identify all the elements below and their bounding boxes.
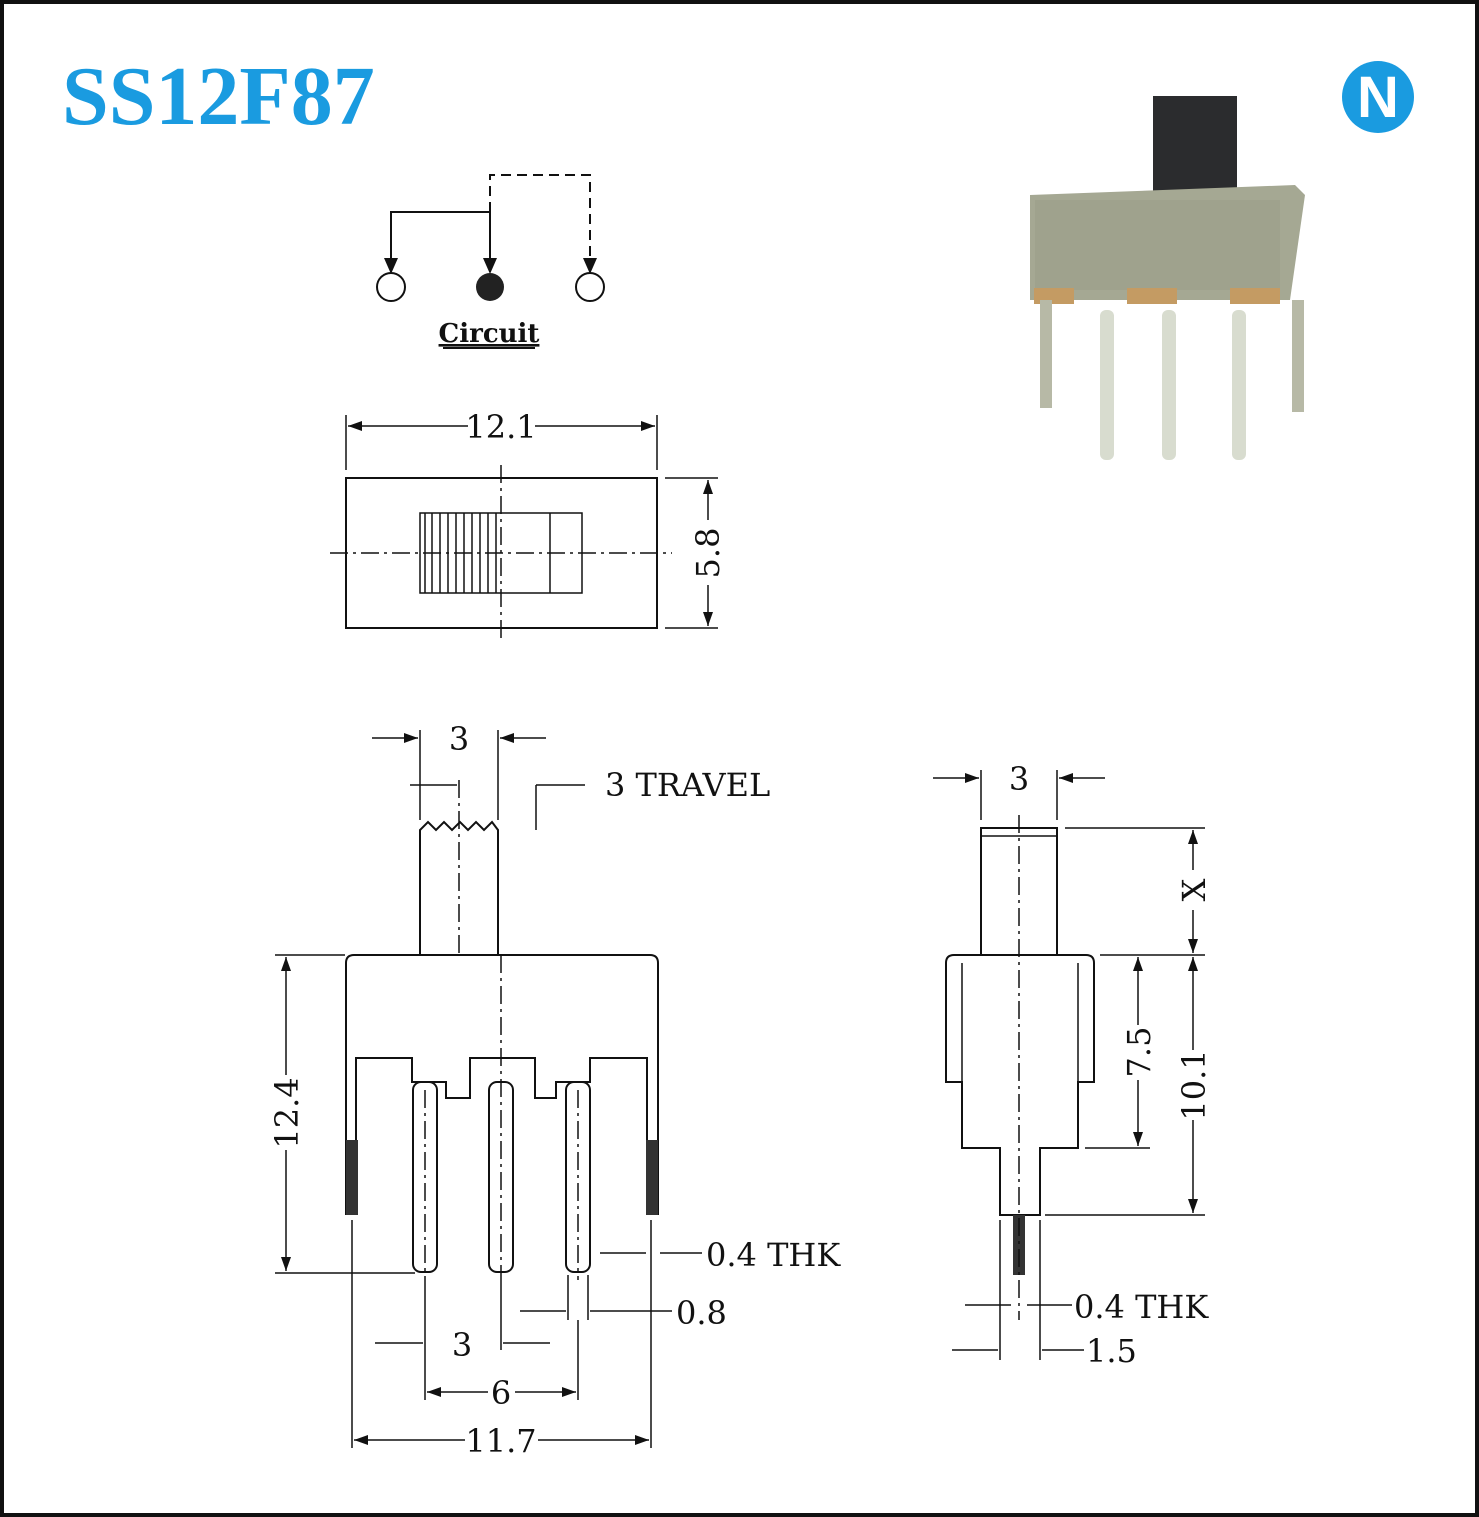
dim-actuator-height: X — [1175, 878, 1213, 901]
brand-logo: N — [1342, 61, 1414, 133]
front-view: 3 3 TRAVEL 12.4 0.4 THK 0.8 — [268, 720, 841, 1460]
product-photo — [1030, 96, 1305, 460]
circuit-label: Circuit — [439, 319, 540, 349]
dim-overall-width: 11.7 — [465, 1422, 536, 1460]
dim-total-height: 10.1 — [1175, 1049, 1213, 1120]
top-view: 12.1 5.8 — [330, 408, 727, 640]
travel-label: 3 TRAVEL — [605, 766, 770, 804]
dim-top-width: 12.1 — [465, 408, 536, 446]
dim-front-thickness: 0.4 THK — [706, 1236, 841, 1274]
logo-letter: N — [1357, 65, 1399, 130]
side-view: 3 X 7.5 10.1 0.4 THK 1.5 — [933, 760, 1213, 1370]
product-title: SS12F87 — [62, 50, 375, 143]
dim-pin-span: 6 — [491, 1374, 511, 1412]
dim-top-height: 5.8 — [689, 528, 727, 579]
dim-front-height: 12.4 — [268, 1077, 306, 1148]
dim-actuator-width: 3 — [449, 720, 469, 758]
dim-pin-pitch: 3 — [452, 1326, 472, 1364]
dim-side-thickness: 0.4 THK — [1074, 1288, 1209, 1326]
dim-body-height: 7.5 — [1120, 1027, 1158, 1078]
dim-pin-width: 0.8 — [676, 1294, 727, 1332]
dim-side-pin-width: 1.5 — [1086, 1332, 1137, 1370]
circuit-diagram: Circuit — [376, 174, 605, 349]
dim-side-actuator-width: 3 — [1009, 760, 1029, 798]
